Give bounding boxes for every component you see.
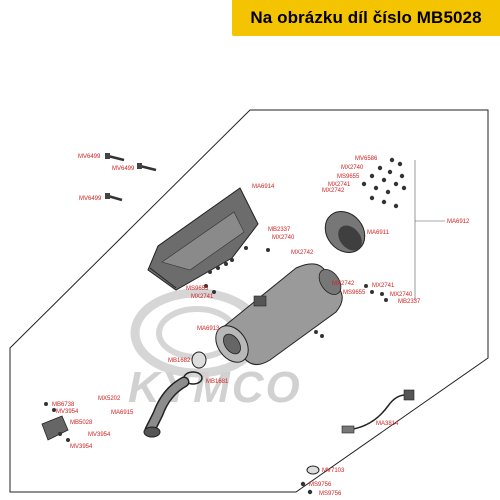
screw-row (204, 246, 270, 294)
fastener-cluster (361, 157, 407, 209)
muffler (215, 263, 343, 365)
part-label: MA6915 (111, 410, 134, 416)
part-label: MV6586 (355, 156, 378, 162)
part-label: MA6912 (447, 219, 470, 225)
part-label: MB1681 (206, 379, 229, 385)
part-label: MS9756 (319, 491, 342, 497)
part-label: MV7103 (322, 468, 345, 474)
part-label: MV3954 (88, 432, 111, 438)
watermark-text: KYMCO (128, 363, 302, 412)
part-label: MB5028 (70, 420, 93, 426)
fastener-right (314, 284, 388, 338)
part-label: MX2742 (291, 250, 314, 256)
part-label: MX2742 (332, 281, 355, 287)
part-label: MA3814 (376, 421, 399, 427)
part-label: MA6913 (197, 326, 220, 332)
part-label: MV6499 (112, 166, 135, 172)
part-label: MV6499 (78, 154, 101, 160)
part-label: MS9756 (309, 482, 332, 488)
bolt-icon (105, 153, 125, 162)
part-label: MS9655 (186, 286, 209, 292)
part-label: MB2337 (398, 299, 421, 305)
diagram-frame (9, 109, 489, 493)
part-labels: MV6499 MV6499 MV6499 MA6914 MV6586 MX274… (52, 154, 470, 497)
end-cap (324, 211, 366, 253)
bolt-icon (137, 163, 157, 172)
part-label: MV3954 (70, 444, 93, 450)
part-label: MX2741 (372, 283, 395, 289)
part-label: MS9655 (337, 174, 360, 180)
leader-lines (414, 160, 445, 300)
heat-shield (147, 187, 259, 291)
o2-sensor (341, 389, 415, 434)
part-label: MV3954 (56, 409, 79, 415)
part-label: MX2740 (272, 235, 295, 241)
part-label: MB2337 (268, 227, 291, 233)
part-label: MA6914 (252, 184, 275, 190)
part-label: MX2742 (322, 188, 345, 194)
part-label: MX2741 (328, 182, 351, 188)
part-label: MX2740 (341, 165, 364, 171)
part-label: MX2741 (191, 294, 214, 300)
part-label: MB1682 (168, 358, 191, 364)
part-label: MS9655 (343, 290, 366, 296)
part-label: MB6738 (52, 402, 75, 408)
bolt-icon (105, 193, 123, 202)
bracket (41, 402, 70, 442)
exhaust-pipe (143, 376, 190, 438)
part-label: MX2740 (390, 292, 413, 298)
part-label: MV6499 (79, 196, 102, 202)
part-label: MA6911 (367, 230, 390, 236)
title-banner: Na obrázku díl číslo MB5028 (232, 0, 500, 36)
part-label: MX5202 (98, 396, 121, 402)
bolt-group-top-left (105, 153, 157, 202)
banner-title: Na obrázku díl číslo MB5028 (250, 8, 482, 27)
washer-group (300, 465, 320, 495)
